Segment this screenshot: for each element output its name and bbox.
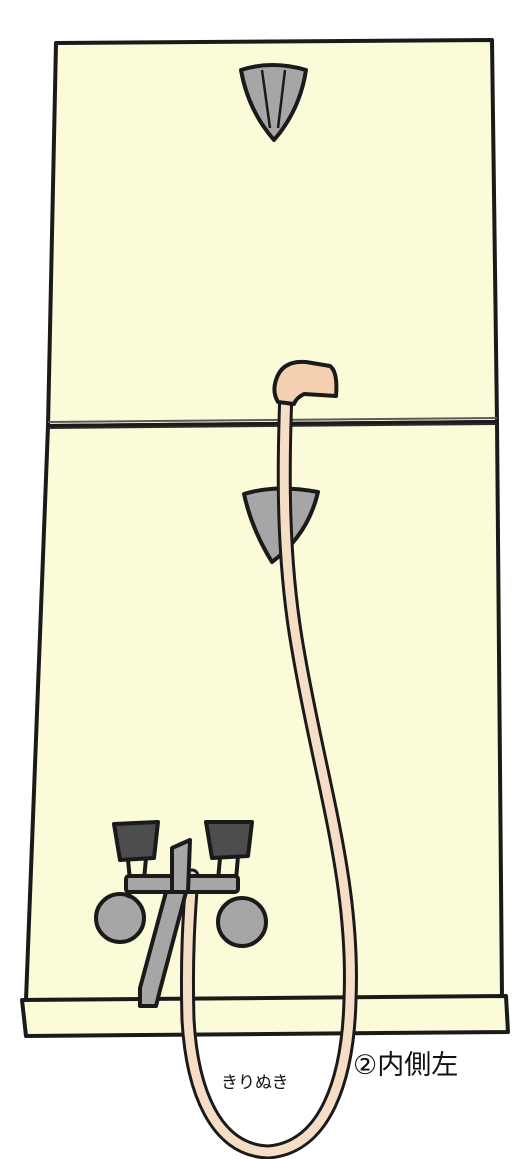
panel-caption: ②内側左: [353, 1050, 458, 1081]
left-handle-icon: [114, 822, 158, 860]
cutout-note: きりぬき: [221, 1073, 289, 1093]
wall-bottom-ledge: [22, 996, 508, 1036]
left-valve-icon: [96, 894, 144, 942]
right-handle-icon: [206, 822, 252, 858]
right-valve-icon: [218, 898, 266, 946]
